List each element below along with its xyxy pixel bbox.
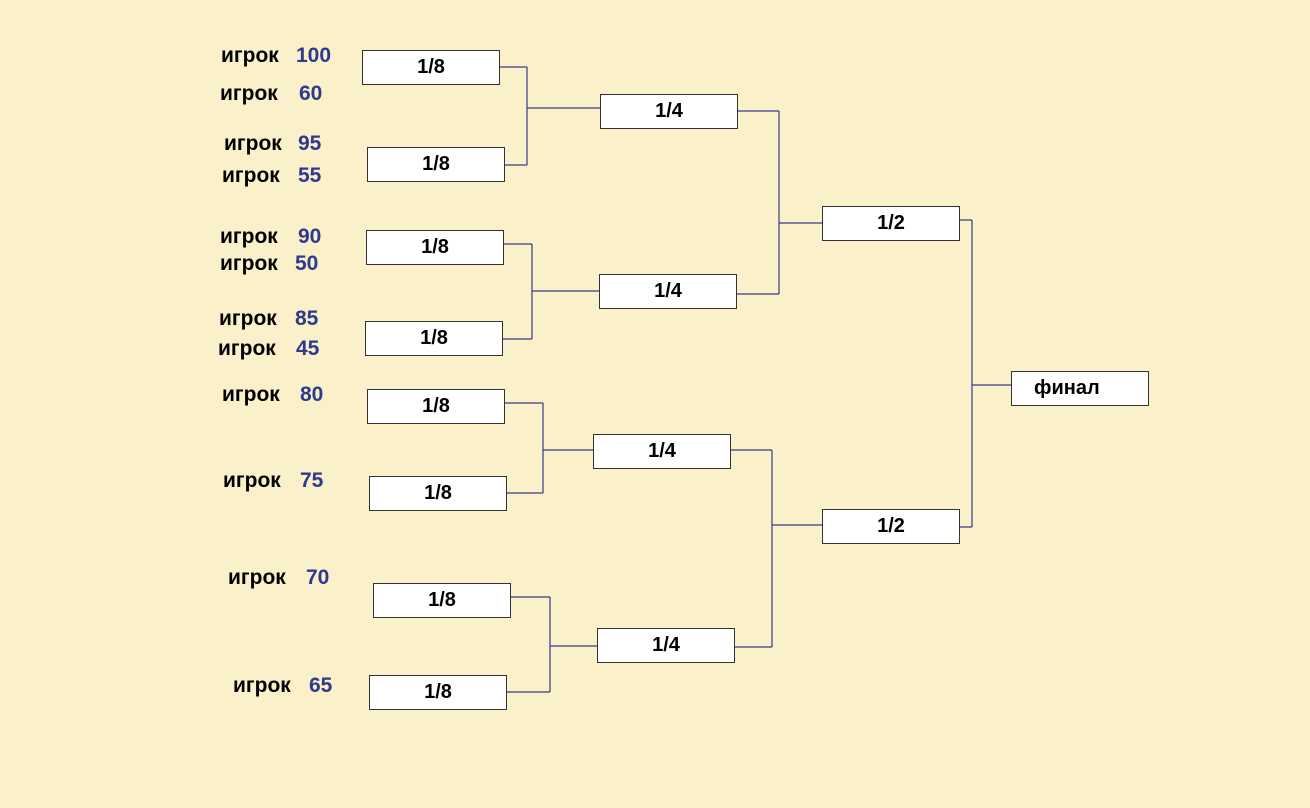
player-number: 60: [299, 82, 323, 105]
match-box-qf: 1/4: [600, 94, 738, 129]
connector: [737, 110, 822, 295]
player-label: игрок: [222, 164, 280, 187]
player-number: 75: [300, 469, 324, 492]
player-number: 45: [296, 337, 320, 360]
match-box-r16: 1/8: [367, 147, 505, 182]
match-box-qf: 1/4: [599, 274, 737, 309]
player-number: 95: [298, 132, 322, 155]
match-box-sf: 1/2: [822, 509, 960, 544]
player-number: 80: [300, 383, 324, 406]
match-box-sf: 1/2: [822, 206, 960, 241]
connector: [500, 66, 600, 166]
player-number: 50: [295, 252, 319, 275]
player-label: игрок: [224, 132, 282, 155]
player-label: игрок: [220, 225, 278, 248]
player-label: игрок: [219, 307, 277, 330]
match-box-r16: 1/8: [369, 675, 507, 710]
connector: [731, 449, 822, 648]
player-label: игрок: [220, 252, 278, 275]
player-label: игрок: [220, 82, 278, 105]
final-label: финал: [1034, 377, 1100, 399]
match-box-qf: 1/4: [597, 628, 735, 663]
player-number: 65: [309, 674, 333, 697]
player-number: 55: [298, 164, 322, 187]
match-box-r16: 1/8: [373, 583, 511, 618]
player-number: 85: [295, 307, 319, 330]
match-box-r16: 1/8: [366, 230, 504, 265]
player-label: игрок: [233, 674, 291, 697]
connector: [507, 596, 597, 693]
match-box-r16: 1/8: [369, 476, 507, 511]
match-box-r16: 1/8: [365, 321, 503, 356]
player-number: 70: [306, 566, 330, 589]
match-box-r16: 1/8: [362, 50, 500, 85]
player-number: 100: [296, 44, 332, 67]
match-box-qf: 1/4: [593, 434, 731, 469]
match-box-final: финал: [1011, 371, 1149, 406]
connector: [505, 402, 593, 494]
player-label: игрок: [221, 44, 279, 67]
player-label: игрок: [223, 469, 281, 492]
connector: [960, 219, 1011, 528]
player-number: 90: [298, 225, 322, 248]
player-label: игрок: [218, 337, 276, 360]
player-label: игрок: [222, 383, 280, 406]
player-label: игрок: [228, 566, 286, 589]
match-box-r16: 1/8: [367, 389, 505, 424]
connector: [503, 243, 599, 340]
